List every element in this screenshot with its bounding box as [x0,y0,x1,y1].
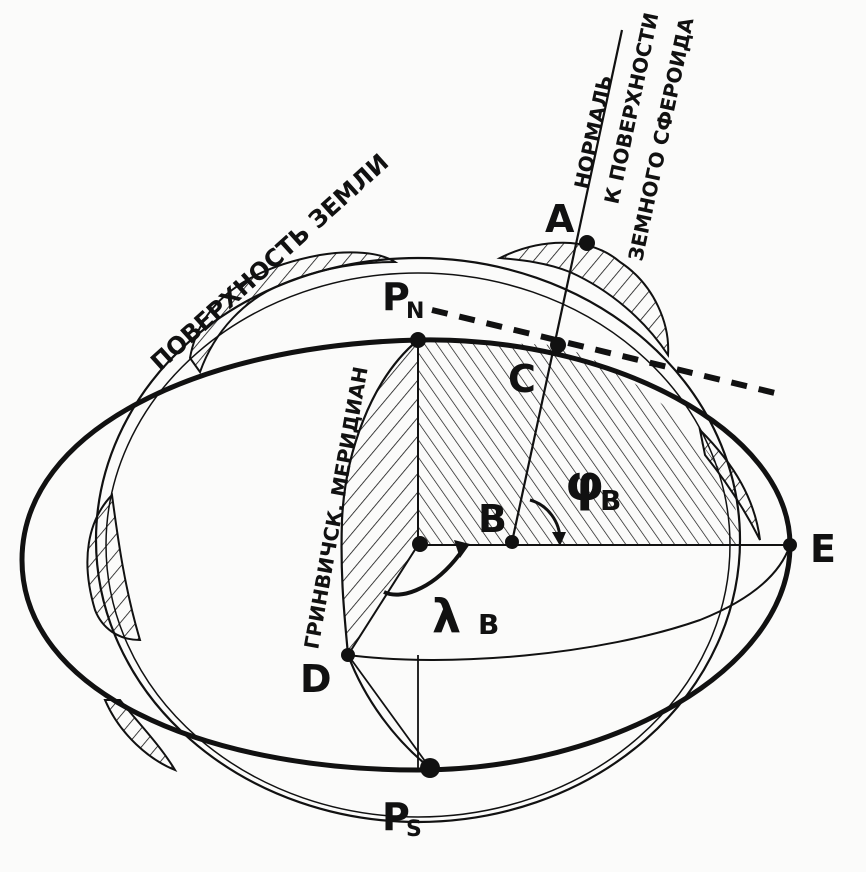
point-pn-dot [410,332,426,348]
earth-surface-relief [86,241,761,773]
equator-arc-d-e [347,544,791,661]
label-phi: φ [565,454,604,512]
lambda-angle-arc [383,544,468,597]
label-e: E [810,527,836,571]
point-e-dot [783,538,797,552]
point-c-dot [550,337,566,353]
label-b: B [478,497,507,541]
label-ps-sub: S [406,817,422,842]
lambda-arrow-head [454,540,470,558]
point-a-dot [579,235,595,251]
sphere-outline-outer [94,256,742,824]
label-c: C [508,357,536,401]
point-ps-dot [420,758,440,778]
label-lambda: λ [432,589,461,643]
point-center-dot [412,536,428,552]
point-d-dot [341,648,355,662]
meridian-plane-sector [418,340,740,545]
point-b-dot [505,535,519,549]
chord-d-ps [347,654,431,769]
greenwich-meridian-curve [340,339,431,769]
phi-arrow-head [552,532,566,546]
label-pn: P [382,275,410,319]
label-a: A [545,197,575,241]
normal-line [510,29,624,543]
label-phi-sub: B [600,484,621,517]
radius-to-d [347,544,419,656]
label-ps: P [382,795,410,839]
greenwich-sector [341,340,418,655]
tangent-dashed-line [431,307,776,396]
label-lambda-sub: B [478,608,499,641]
label-pn-sub: N [406,299,424,324]
label-d: D [300,657,332,701]
